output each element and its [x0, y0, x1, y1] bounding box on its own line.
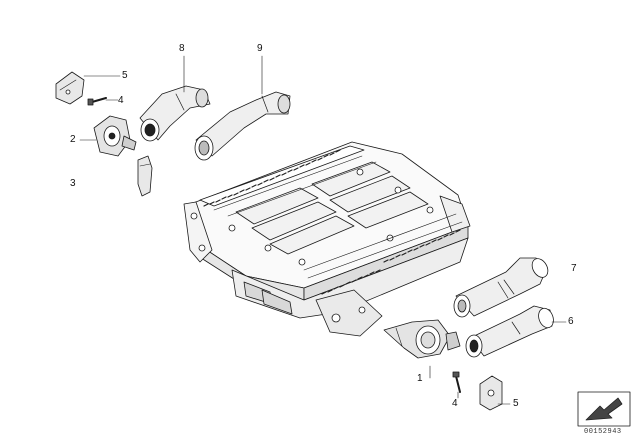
direction-arrow-icon — [577, 391, 631, 427]
gasket-part-5-top[interactable] — [55, 71, 85, 105]
callout-4-bottom[interactable]: 4 — [452, 398, 458, 409]
callout-4-top[interactable]: 4 — [118, 95, 124, 106]
hose-part-6[interactable] — [465, 305, 556, 358]
flange-housing-part-2[interactable] — [93, 115, 137, 157]
bracket-part-3[interactable] — [137, 155, 153, 197]
bolt-part-4-top[interactable] — [87, 97, 107, 106]
callout-1[interactable]: 1 — [417, 373, 423, 384]
hose-part-8[interactable] — [139, 85, 211, 142]
leader-lines — [79, 55, 567, 405]
callout-8[interactable]: 8 — [179, 43, 185, 54]
callout-6[interactable]: 6 — [568, 316, 574, 327]
callout-5-top[interactable]: 5 — [122, 70, 128, 81]
callout-2[interactable]: 2 — [70, 134, 76, 145]
intake-manifold[interactable] — [183, 141, 471, 337]
hose-part-9[interactable] — [194, 91, 291, 161]
callout-3[interactable]: 3 — [70, 178, 76, 189]
callout-9[interactable]: 9 — [257, 43, 263, 54]
throttle-elbow-housing[interactable] — [383, 319, 461, 359]
bolt-part-4-bottom[interactable] — [452, 371, 461, 393]
gasket-part-5-bottom[interactable] — [479, 375, 503, 411]
callout-5-bottom[interactable]: 5 — [513, 398, 519, 409]
callout-7[interactable]: 7 — [571, 263, 577, 274]
diagram-code: 00152943 — [584, 428, 622, 436]
manifold-hatching — [203, 149, 461, 295]
hose-part-7[interactable] — [453, 256, 551, 318]
